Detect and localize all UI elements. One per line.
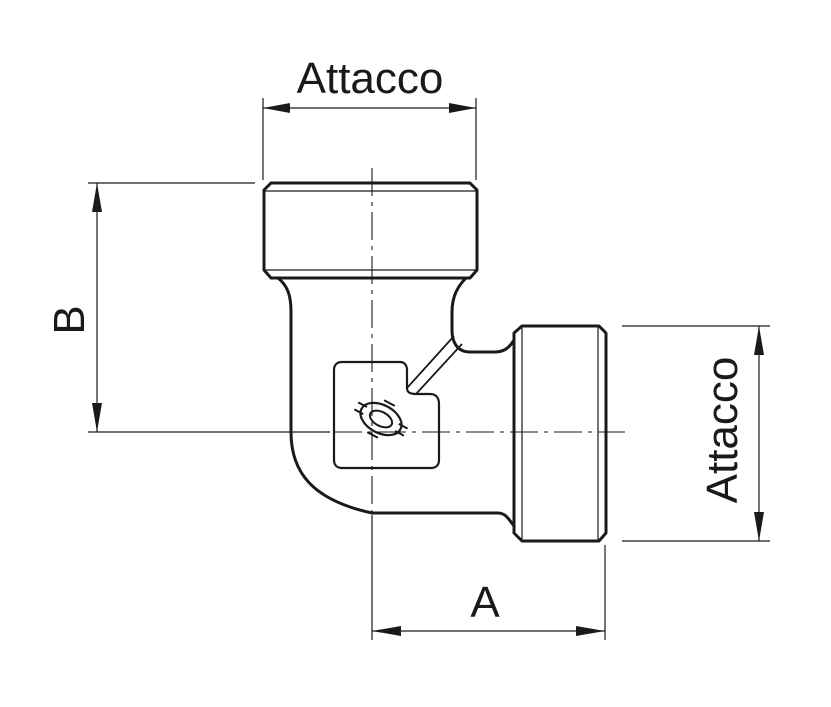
right-nut <box>512 324 608 543</box>
dimension-a: A <box>371 515 606 640</box>
identification-plate <box>332 360 441 470</box>
dimension-top-attacco: Attacco <box>262 54 477 180</box>
label-right-attacco: Attacco <box>698 357 747 504</box>
elbow-fitting <box>262 181 608 543</box>
top-nut <box>262 181 479 280</box>
center-lines <box>290 168 625 520</box>
label-b: B <box>45 305 94 334</box>
dimension-right-attacco: Attacco <box>622 325 770 542</box>
label-a: A <box>470 578 500 627</box>
valve-logo-icon <box>353 399 409 439</box>
label-top-attacco: Attacco <box>297 54 444 103</box>
elbow-body <box>276 276 516 528</box>
dimension-b: B <box>45 182 330 433</box>
